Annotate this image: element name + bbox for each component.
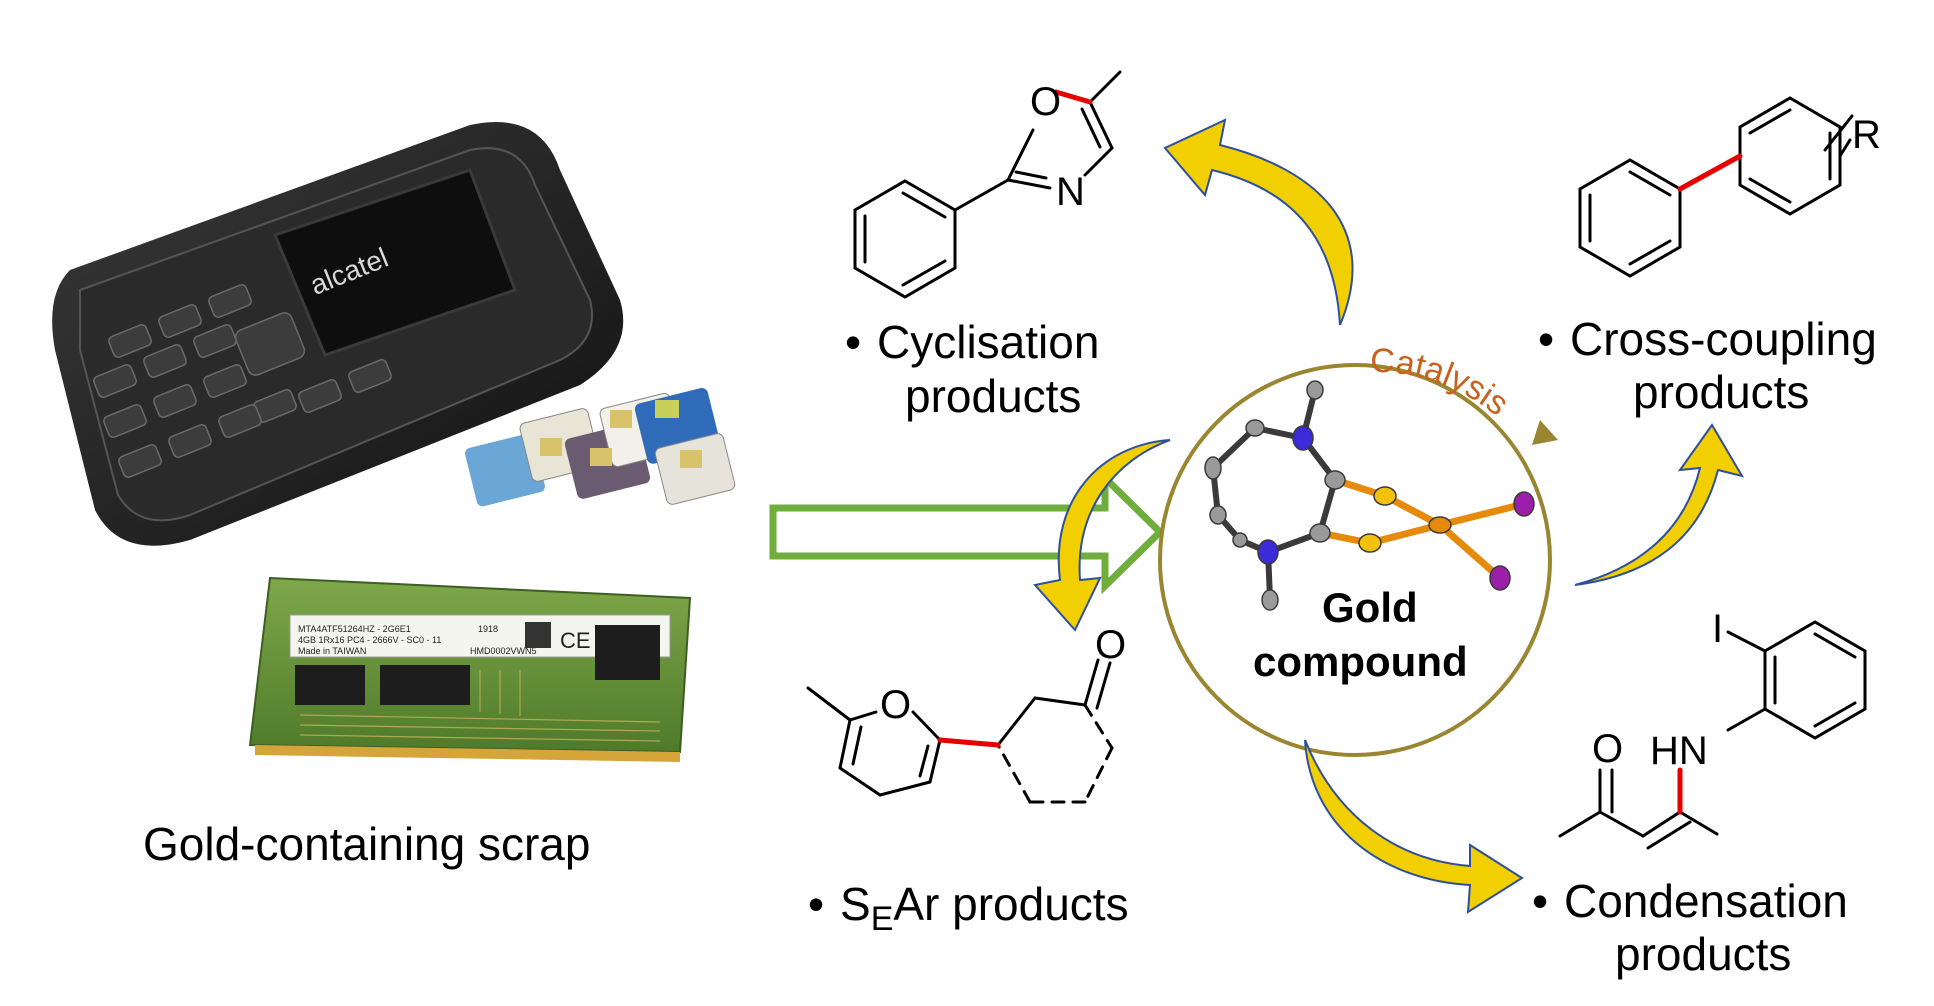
arrow-to-cyclisation (1163, 118, 1354, 326)
furan-o-atom: O (880, 683, 911, 727)
condensation-line2: products (1615, 928, 1791, 980)
condensation-line1: Condensation (1564, 875, 1848, 927)
enone-o-atom: O (1592, 727, 1623, 771)
sear-label: SEAr products (840, 878, 1129, 938)
center-title-line2: compound (1253, 638, 1468, 685)
mobile-phone-photo: alcatel (52, 122, 624, 546)
sear-bullet: • (808, 878, 824, 930)
catalysis-arrowhead (1532, 420, 1558, 445)
oxazole-new-bond (1053, 89, 1093, 105)
cross-coupling-line2: products (1633, 366, 1809, 418)
oxazole-n-atom: N (1056, 170, 1085, 214)
amine-group: HN (1650, 729, 1708, 773)
cyclisation-line1: Cyclisation (877, 316, 1099, 368)
arrow-to-condensation (1304, 739, 1524, 914)
sear-rest: Ar products (893, 878, 1128, 930)
green-process-arrow (769, 469, 1165, 595)
biaryl-new-bond (1677, 153, 1743, 192)
center-title-line1: Gold (1322, 584, 1418, 631)
furan-new-bond (937, 737, 1001, 748)
ram-spec: 4GB 1Rx16 PC4 - 2666V - SC0 - 11 (298, 635, 441, 645)
ram-serial: HMD0002VWN5 (470, 646, 537, 656)
scrap-label: Gold-containing scrap (143, 818, 590, 870)
ram-origin: Made in TAIWAN (298, 646, 366, 656)
ce-mark: CE (560, 628, 591, 653)
biaryl-r-group: R (1852, 113, 1881, 157)
ketone-o-atom: O (1095, 623, 1126, 667)
ram-part-number: MTA4ATF51264HZ - 2G6E1 (298, 624, 411, 634)
sim-cards-photo (465, 388, 736, 507)
cross-coupling-bullet: • (1538, 313, 1554, 365)
arrow-to-sear (1033, 439, 1171, 632)
furan-structure (806, 658, 1114, 804)
cyclisation-line2: products (905, 370, 1081, 422)
sear-subscript: E (871, 900, 894, 938)
biaryl-structure (1578, 96, 1854, 278)
phone-keypad (93, 284, 392, 478)
ram-code: 1918 (478, 624, 498, 634)
cross-coupling-line1: Cross-coupling (1570, 313, 1877, 365)
enaminone-structure (1558, 620, 1867, 850)
oxazole-structure (853, 70, 1122, 299)
arrow-to-cross-coupling (1574, 423, 1745, 586)
sear-prefix: S (840, 878, 871, 930)
catalyst-circle (1158, 363, 1552, 757)
ram-module-photo: MTA4ATF51264HZ - 2G6E1 4GB 1Rx16 PC4 - 2… (248, 576, 692, 762)
condensation-bullet: • (1532, 875, 1548, 927)
gold-complex-structure (1204, 380, 1535, 611)
cyclisation-bullet: • (845, 316, 861, 368)
oxazole-o-atom: O (1030, 80, 1061, 124)
iodo-atom: I (1712, 607, 1723, 651)
